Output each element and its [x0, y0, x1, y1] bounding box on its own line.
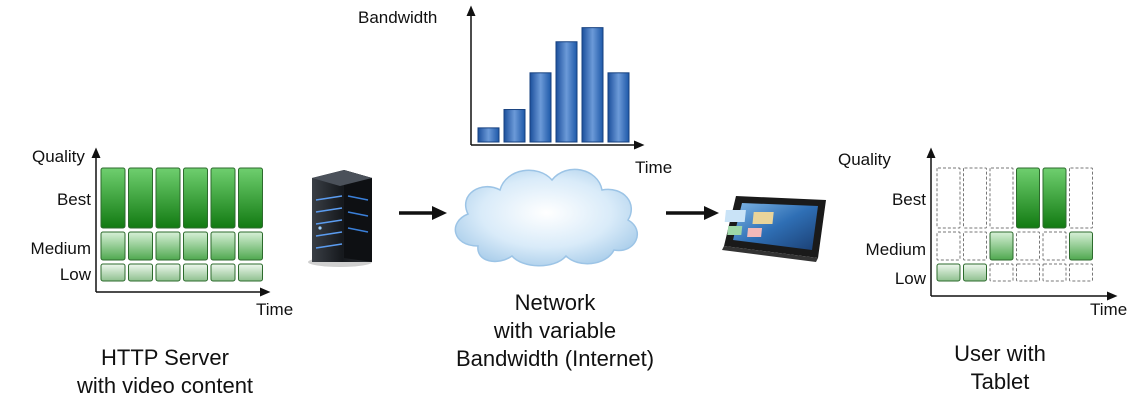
server-best-label: Best	[56, 190, 91, 209]
server-caption-line1: HTTP Server	[101, 345, 229, 370]
tablet-selected-segment	[1069, 231, 1093, 261]
server-caption: HTTP Server with video content	[40, 344, 290, 400]
server-best-segment	[183, 167, 208, 229]
server-medium-segment	[155, 231, 181, 261]
tablet-unused-segment	[1042, 231, 1067, 261]
tablet-unused-segment	[1042, 263, 1067, 282]
server-quality-axis-label: Quality	[32, 147, 85, 166]
tablet-unused-segment	[936, 231, 961, 261]
tablet-selected-segment	[936, 263, 961, 282]
bandwidth-chart	[466, 5, 645, 150]
server-medium-label: Medium	[30, 239, 91, 258]
tablet-unused-segment	[989, 167, 1014, 229]
tablet-unused-segment	[1016, 231, 1040, 261]
user-caption-line1: User with	[954, 341, 1046, 366]
server-best-segment	[238, 167, 263, 229]
tablet-unused-segment	[963, 167, 987, 229]
bandwidth-bar	[607, 72, 630, 143]
server-quality-chart	[91, 147, 271, 297]
server-low-segment	[238, 263, 263, 282]
arrow-right-icon	[666, 206, 719, 220]
server-low-label: Low	[59, 265, 91, 284]
tablet-icon	[722, 196, 826, 262]
server-time-axis-label: Time	[256, 300, 294, 319]
tablet-selected-segment	[1016, 167, 1040, 229]
bandwidth-bar	[477, 127, 500, 143]
bandwidth-bar	[503, 109, 526, 143]
server-low-segment	[128, 263, 153, 282]
tablet-unused-segment	[1069, 167, 1093, 229]
bandwidth-axis-label: Bandwidth	[358, 8, 438, 27]
server-medium-segment	[183, 231, 208, 261]
tablet-unused-segment	[1069, 263, 1093, 282]
bandwidth-bar	[555, 41, 578, 143]
server-low-segment	[155, 263, 181, 282]
tablet-unused-segment	[1016, 263, 1040, 282]
tablet-quality-chart	[926, 147, 1118, 301]
network-caption-line1: Network	[514, 290, 596, 315]
server-best-segment	[210, 167, 236, 229]
tablet-selected-segment	[1042, 167, 1067, 229]
user-caption: User with Tablet	[900, 340, 1100, 396]
tablet-selected-segment	[989, 231, 1014, 261]
server-icon	[308, 170, 372, 267]
tablet-selected-segment	[963, 263, 987, 282]
tablet-best-label: Best	[891, 190, 926, 209]
server-low-segment	[100, 263, 126, 282]
server-medium-segment	[238, 231, 263, 261]
server-best-segment	[100, 167, 126, 229]
tablet-medium-label: Medium	[865, 240, 926, 259]
network-caption-line2: with variable	[493, 318, 617, 343]
server-medium-segment	[100, 231, 126, 261]
tablet-quality-axis-label: Quality	[838, 150, 891, 169]
cloud-icon	[454, 168, 639, 267]
user-caption-line2: Tablet	[970, 369, 1030, 394]
bandwidth-bar	[581, 27, 604, 143]
server-low-segment	[210, 263, 236, 282]
tablet-unused-segment	[963, 231, 987, 261]
arrow-right-icon	[399, 206, 447, 220]
server-low-segment	[183, 263, 208, 282]
server-caption-line2: with video content	[76, 373, 254, 398]
network-caption-line3: Bandwidth (Internet)	[455, 346, 655, 371]
tablet-unused-segment	[936, 167, 961, 229]
server-best-segment	[128, 167, 153, 229]
server-best-segment	[155, 167, 181, 229]
tablet-time-axis-label: Time	[1090, 300, 1128, 319]
network-caption: Network with variable Bandwidth (Interne…	[410, 289, 700, 373]
server-medium-segment	[128, 231, 153, 261]
tablet-unused-segment	[989, 263, 1014, 282]
server-medium-segment	[210, 231, 236, 261]
bandwidth-bar	[529, 72, 552, 143]
tablet-low-label: Low	[894, 269, 926, 288]
bandwidth-time-axis-label: Time	[635, 158, 673, 177]
